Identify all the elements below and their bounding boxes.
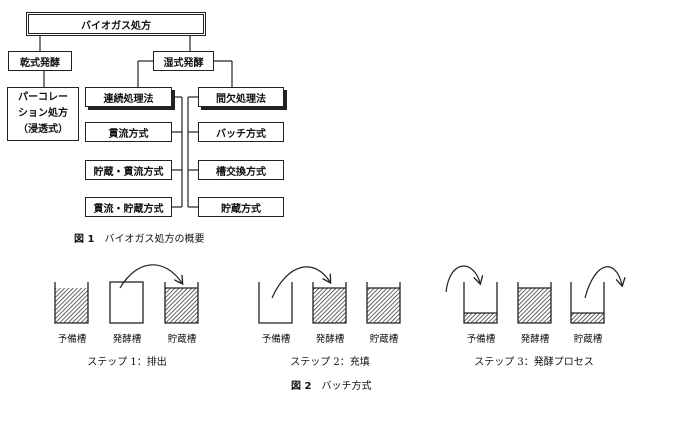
left-item-3-box: 貫流・貯蔵方式 xyxy=(85,197,172,217)
step3-tank-label-fermenter: 発酵槽 xyxy=(520,334,550,345)
left-item-1-label: 貫流方式 xyxy=(108,128,149,140)
fig1-caption-text: バイオガス処方の概要 xyxy=(104,234,205,245)
dry-fermentation-label: 乾式発酵 xyxy=(20,57,60,69)
intermittent-process-label: 間欠処理法 xyxy=(216,93,266,105)
step3-tank-label-storage: 貯蔵槽 xyxy=(573,334,603,345)
percolation-line-1: パーコレー xyxy=(18,92,68,103)
percolation-line-2: ション処方 xyxy=(18,108,68,119)
step3-label: ステップ 3：発酵プロセス xyxy=(474,357,594,368)
step1-storage-tank xyxy=(164,282,199,324)
step2-label: ステップ 2：充填 xyxy=(290,357,370,368)
right-item-3-label: 貯蔵方式 xyxy=(221,203,261,215)
right-item-1-box: バッチ方式 xyxy=(198,122,284,142)
left-item-2-label: 貯蔵・貫流方式 xyxy=(93,166,164,178)
step2-transfer-arrow xyxy=(271,266,330,299)
right-item-1-label: バッチ方式 xyxy=(216,128,266,140)
step1-reserve-tank xyxy=(54,282,89,324)
step2-reserve-tank xyxy=(258,282,293,324)
step3-fermenter-fill xyxy=(518,288,551,323)
step2-storage-tank xyxy=(366,282,401,324)
wet-fermentation-label: 湿式発酵 xyxy=(163,57,204,69)
root-label: バイオガス処方 xyxy=(81,20,151,32)
root-box: バイオガス処方 xyxy=(26,12,206,36)
step2-tank-label-reserve: 予備槽 xyxy=(261,334,291,345)
continuous-process-label: 連続処理法 xyxy=(103,93,154,105)
step3-fermenter-tank xyxy=(517,282,552,324)
step3-inflow-arrow xyxy=(445,265,480,293)
wet-fermentation-box: 湿式発酵 xyxy=(153,51,214,71)
fig2-caption-text: バッチ方式 xyxy=(321,381,372,392)
dry-fermentation-box: 乾式発酵 xyxy=(8,51,72,71)
right-item-2-label: 槽交換方式 xyxy=(216,166,266,178)
step3-reserve-fill xyxy=(464,313,497,323)
step3-storage-fill xyxy=(571,313,604,323)
intermittent-process-box: 間欠処理法 xyxy=(198,87,284,107)
step2-fermenter-fill xyxy=(313,288,346,323)
fig2-caption-number: 図 2 xyxy=(291,381,312,392)
left-item-1-box: 貫流方式 xyxy=(85,122,172,142)
step1-storage-fill xyxy=(165,288,198,323)
step1-fermenter-tank xyxy=(109,281,144,324)
step2-fermenter-tank xyxy=(312,282,347,324)
step1-tank-label-fermenter: 発酵槽 xyxy=(112,334,142,345)
percolation-box: パーコレー ション処方 （浸透式） xyxy=(7,87,79,141)
continuous-process-box: 連続処理法 xyxy=(85,87,172,107)
step2-storage-fill xyxy=(367,288,400,323)
percolation-line-3: （浸透式） xyxy=(18,124,68,135)
step3-reserve-tank xyxy=(463,282,498,324)
step1-tank-label-reserve: 予備槽 xyxy=(57,334,87,345)
step1-label: ステップ 1：排出 xyxy=(87,357,167,368)
step2-tank-label-storage: 貯蔵槽 xyxy=(369,334,399,345)
fig1-caption-number: 図 1 xyxy=(74,234,95,245)
step3-tank-label-reserve: 予備槽 xyxy=(466,334,496,345)
right-item-2-box: 槽交換方式 xyxy=(198,160,284,180)
right-item-3-box: 貯蔵方式 xyxy=(198,197,284,217)
step1-reserve-fill xyxy=(55,288,88,323)
step2-tank-label-fermenter: 発酵槽 xyxy=(315,334,345,345)
fig1-caption: 図 1 バイオガス処方の概要 xyxy=(74,230,204,245)
step3-storage-tank xyxy=(570,282,605,324)
step1-tank-label-storage: 貯蔵槽 xyxy=(167,334,197,345)
left-item-2-box: 貯蔵・貫流方式 xyxy=(85,160,172,180)
fig2-caption: 図 2 バッチ方式 xyxy=(291,377,371,392)
left-item-3-label: 貫流・貯蔵方式 xyxy=(93,203,164,215)
step1-transfer-arrow xyxy=(119,264,182,289)
step3-outflow-arrow xyxy=(584,266,622,299)
